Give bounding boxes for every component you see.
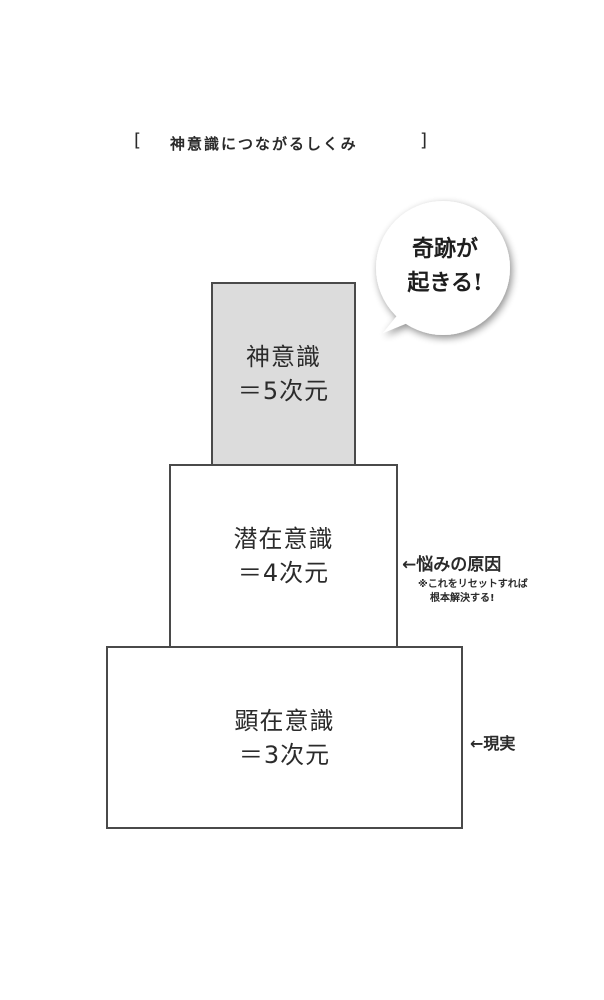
annotation-reality: ←現実 bbox=[470, 734, 516, 753]
layer-dimension: ＝3次元 bbox=[238, 740, 331, 769]
layer-name: 神意識 bbox=[246, 343, 321, 371]
speech-bubble-text: 奇跡が 起きる! bbox=[390, 232, 500, 300]
layer-dimension: ＝5次元 bbox=[237, 377, 330, 405]
annotation-worry-cause: ←悩みの原因 bbox=[402, 555, 502, 575]
layer-name: 顕在意識 bbox=[234, 706, 335, 735]
worry-note-line-1: ※これをリセットすれば bbox=[418, 579, 528, 590]
diagram-title: [ 神意識につながるしくみ ] bbox=[134, 128, 434, 158]
title-text: 神意識につながるしくみ bbox=[170, 135, 358, 153]
bubble-line-1: 奇跡が bbox=[411, 236, 478, 262]
layer-name: 潜在意識 bbox=[233, 525, 334, 553]
layer-dimension: ＝4次元 bbox=[237, 559, 330, 587]
layer-subconscious: 潜在意識 ＝4次元 bbox=[169, 464, 398, 648]
annotation-worry-note: ※これをリセットすれば 根本解決する! bbox=[418, 578, 558, 606]
speech-bubble: 奇跡が 起きる! bbox=[360, 190, 530, 350]
bubble-line-2: 起きる! bbox=[407, 270, 483, 296]
layer-god-consciousness: 神意識 ＝5次元 bbox=[211, 282, 356, 466]
worry-note-line-2: 根本解決する! bbox=[430, 593, 495, 604]
speech-bubble-icon bbox=[376, 201, 510, 335]
title-bracket-right: ] bbox=[420, 130, 430, 151]
layer-conscious: 顕在意識 ＝3次元 bbox=[106, 646, 463, 829]
title-bracket-left: [ bbox=[134, 130, 144, 151]
